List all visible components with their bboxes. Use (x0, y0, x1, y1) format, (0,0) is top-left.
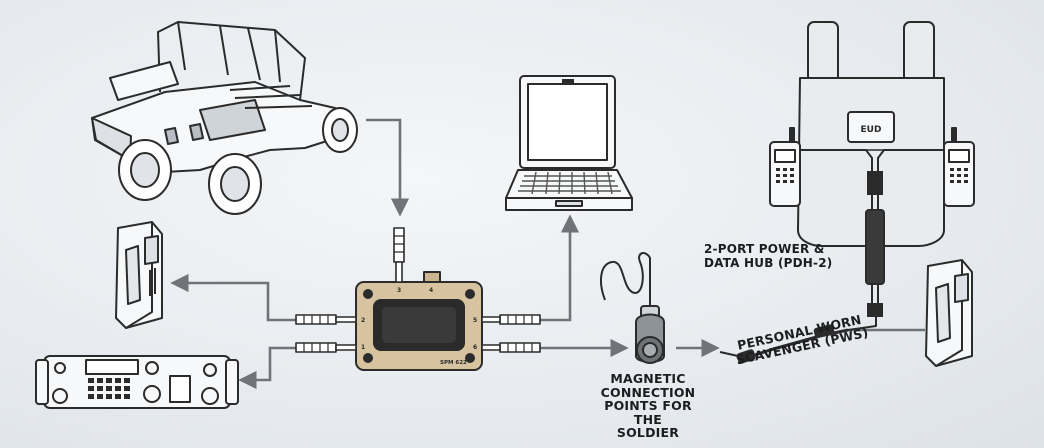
pdh-hub-icon (800, 149, 944, 317)
port-1-label: 1 (361, 344, 365, 351)
utv-vehicle-icon (91, 21, 358, 215)
eud-label: EUD (861, 125, 882, 135)
pws-cable-icon (719, 316, 877, 364)
line-hub-to-battery (170, 273, 296, 322)
port-2-label: 2 (361, 317, 365, 324)
magnetic-label-line-1: MAGNETIC (610, 371, 686, 386)
magnetic-label-line-3: POINTS FOR THE (604, 398, 692, 427)
handheld-radio-left-icon (769, 127, 801, 207)
magnetic-connection-label: MAGNETIC CONNECTION POINTS FOR THE SOLDI… (588, 372, 708, 440)
hub-port-labels: 1 2 3 4 5 6 SPM 622 (361, 287, 477, 366)
pdh-label-line-1: 2-PORT POWER & (704, 242, 825, 256)
hub-model-label: SPM 622 (440, 360, 467, 366)
port-5-label: 5 (473, 317, 477, 324)
spm622-hub-icon (295, 227, 541, 371)
connection-lines (170, 118, 925, 390)
port-3-label: 3 (397, 287, 401, 294)
magnetic-connector-icon (599, 252, 665, 364)
line-vehicle-to-hub (366, 118, 410, 217)
battery-right-icon (925, 259, 973, 367)
magnetic-label-line-4: SOLDIER (616, 425, 680, 440)
pdh-label: 2-PORT POWER & DATA HUB (PDH-2) (704, 242, 864, 270)
port-6-label: 6 (473, 344, 477, 351)
battery-left-icon (115, 221, 163, 329)
pdh-label-line-2: DATA HUB (PDH-2) (704, 256, 833, 270)
line-hub-to-laptop (540, 214, 580, 322)
magnetic-label-line-2: CONNECTION (600, 384, 696, 400)
port-4-label: 4 (429, 287, 433, 294)
laptop-icon (505, 75, 633, 211)
radio-manpack-icon (35, 355, 239, 409)
handheld-radio-right-icon (943, 127, 975, 207)
line-hub-to-radio (238, 346, 296, 390)
